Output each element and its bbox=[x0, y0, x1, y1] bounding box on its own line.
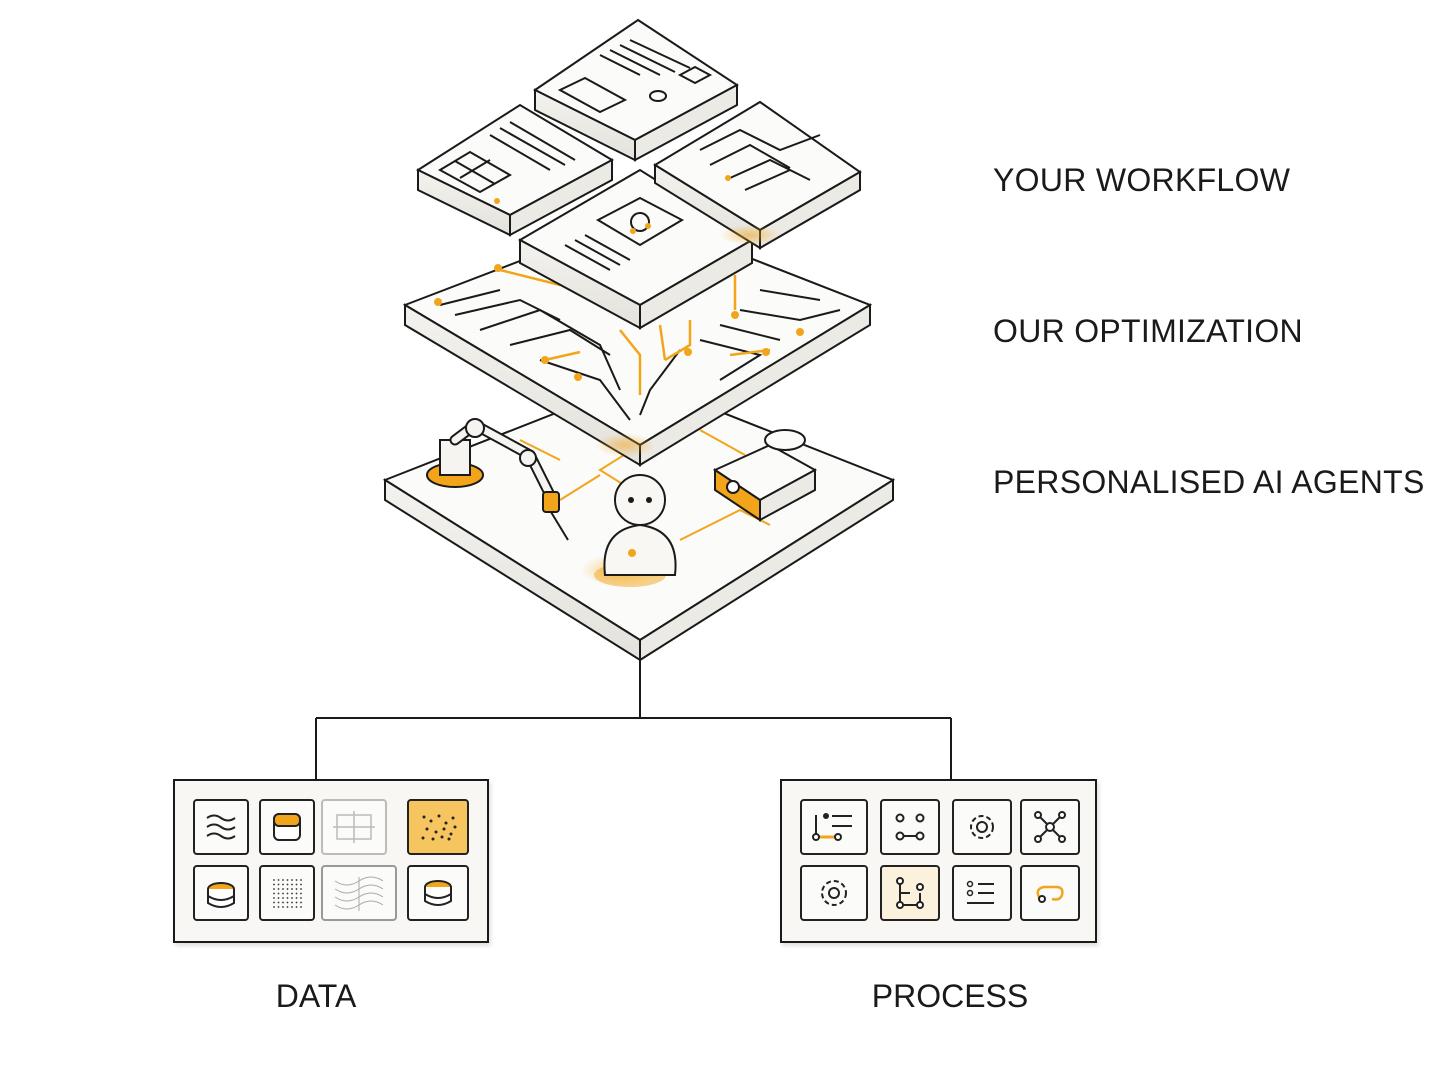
printer-device bbox=[712, 429, 818, 522]
workflow-doc-left bbox=[415, 103, 615, 237]
tree-connector bbox=[315, 660, 952, 780]
robot-arm bbox=[426, 418, 569, 541]
gear-icon bbox=[952, 799, 1012, 855]
workflow-doc-right bbox=[653, 100, 862, 250]
loop-arrow-icon bbox=[1020, 865, 1080, 921]
gear-icon bbox=[800, 865, 868, 921]
waves-icon bbox=[193, 799, 249, 855]
database-drum-icon bbox=[259, 799, 315, 855]
database-stack-icon bbox=[193, 865, 249, 921]
label-personalised-ai-agents: PERSONALISED AI AGENTS bbox=[993, 464, 1425, 500]
node-connections-icon bbox=[880, 799, 940, 855]
database-icon bbox=[407, 865, 469, 921]
label-your-workflow: YOUR WORKFLOW bbox=[993, 162, 1291, 198]
optimization-layer bbox=[402, 213, 873, 467]
dot-matrix-icon bbox=[259, 865, 315, 921]
noise-pattern-icon bbox=[407, 799, 469, 855]
workflow-doc-top bbox=[533, 18, 739, 162]
process-panel bbox=[780, 779, 1097, 943]
label-data: DATA bbox=[275, 978, 357, 1014]
checklist-icon bbox=[952, 865, 1012, 921]
data-panel bbox=[173, 779, 489, 943]
wave-lines-icon bbox=[321, 865, 397, 921]
node-graph-icon bbox=[880, 865, 940, 921]
list-flow-icon bbox=[800, 799, 868, 855]
robot-agent bbox=[594, 474, 677, 587]
label-our-optimization: OUR OPTIMIZATION bbox=[993, 313, 1303, 349]
grid-blueprint-icon bbox=[321, 799, 387, 855]
label-process: PROCESS bbox=[871, 978, 1029, 1014]
network-icon bbox=[1020, 799, 1080, 855]
